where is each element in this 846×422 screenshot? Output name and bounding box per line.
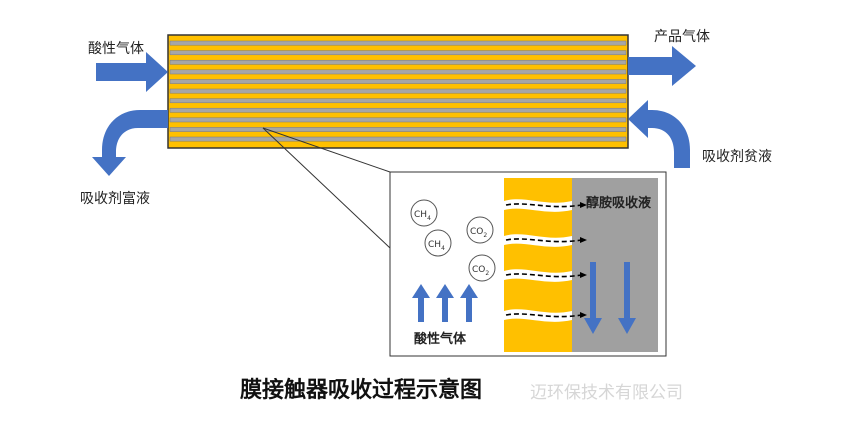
membrane-pores [504, 199, 587, 322]
molecule-co2-1: CO2 [466, 216, 494, 244]
molecule-ch4-1: CH4 [410, 199, 438, 227]
membrane-module [167, 34, 629, 149]
membrane-wall [504, 178, 572, 352]
zoom-line-bottom [262, 127, 391, 249]
zoom-line-top [262, 127, 391, 173]
co2-transfer-path [505, 313, 583, 318]
transfer-arrowhead [580, 202, 587, 208]
hollow-fiber [169, 98, 627, 104]
inset-acid-gas-label: 酸性气体 [414, 332, 467, 347]
product-gas-outlet-arrow [628, 46, 696, 86]
transfer-arrowhead [580, 272, 587, 278]
acid-gas-inlet-arrow [96, 52, 168, 92]
co2-transfer-path [505, 273, 583, 278]
hollow-fibers [169, 40, 627, 142]
hollow-fiber [169, 127, 627, 132]
hollow-fiber [169, 136, 627, 142]
svg-text:CH4: CH4 [428, 240, 445, 252]
molecule-co2-2: CO2 [468, 254, 496, 282]
hollow-fiber [169, 50, 627, 56]
rich-absorbent-label: 吸收剂富液 [80, 191, 150, 207]
svg-text:CO2: CO2 [472, 265, 489, 277]
watermark: 迈环保技术有限公司 [530, 383, 683, 403]
svg-text:CO2: CO2 [470, 227, 487, 239]
svg-text:CH4: CH4 [414, 210, 431, 222]
product-gas-label: 产品气体 [654, 29, 710, 45]
co2-transfer-path [505, 238, 583, 243]
zoom-inset: CH4 CH4 CO2 CO2 [389, 171, 667, 357]
amine-absorbent-label: 醇胺吸收液 [586, 196, 652, 211]
molecule-ch4-2: CH4 [424, 229, 452, 257]
gas-flow-up-arrows [412, 284, 478, 322]
co2-transfer-path [505, 203, 583, 208]
hollow-fiber [169, 79, 627, 84]
liquid-flow-down-arrows [584, 262, 636, 334]
hollow-fiber [169, 107, 627, 113]
diagram-caption: 膜接触器吸收过程示意图 [240, 378, 483, 403]
absorbent-liquid-region [572, 178, 658, 352]
transfer-arrowhead [580, 237, 587, 243]
acid-gas-inlet-label: 酸性气体 [88, 41, 144, 57]
hollow-fiber [169, 40, 627, 46]
hollow-fiber [169, 59, 627, 65]
hollow-fiber [169, 88, 627, 94]
hollow-fiber [169, 117, 627, 123]
lean-absorbent-label: 吸收剂贫液 [702, 149, 772, 165]
transfer-arrowhead [580, 312, 587, 318]
hollow-fiber [169, 69, 627, 75]
lean-absorbent-inlet-arrow [628, 100, 690, 168]
rich-absorbent-outlet-arrow [92, 110, 168, 176]
